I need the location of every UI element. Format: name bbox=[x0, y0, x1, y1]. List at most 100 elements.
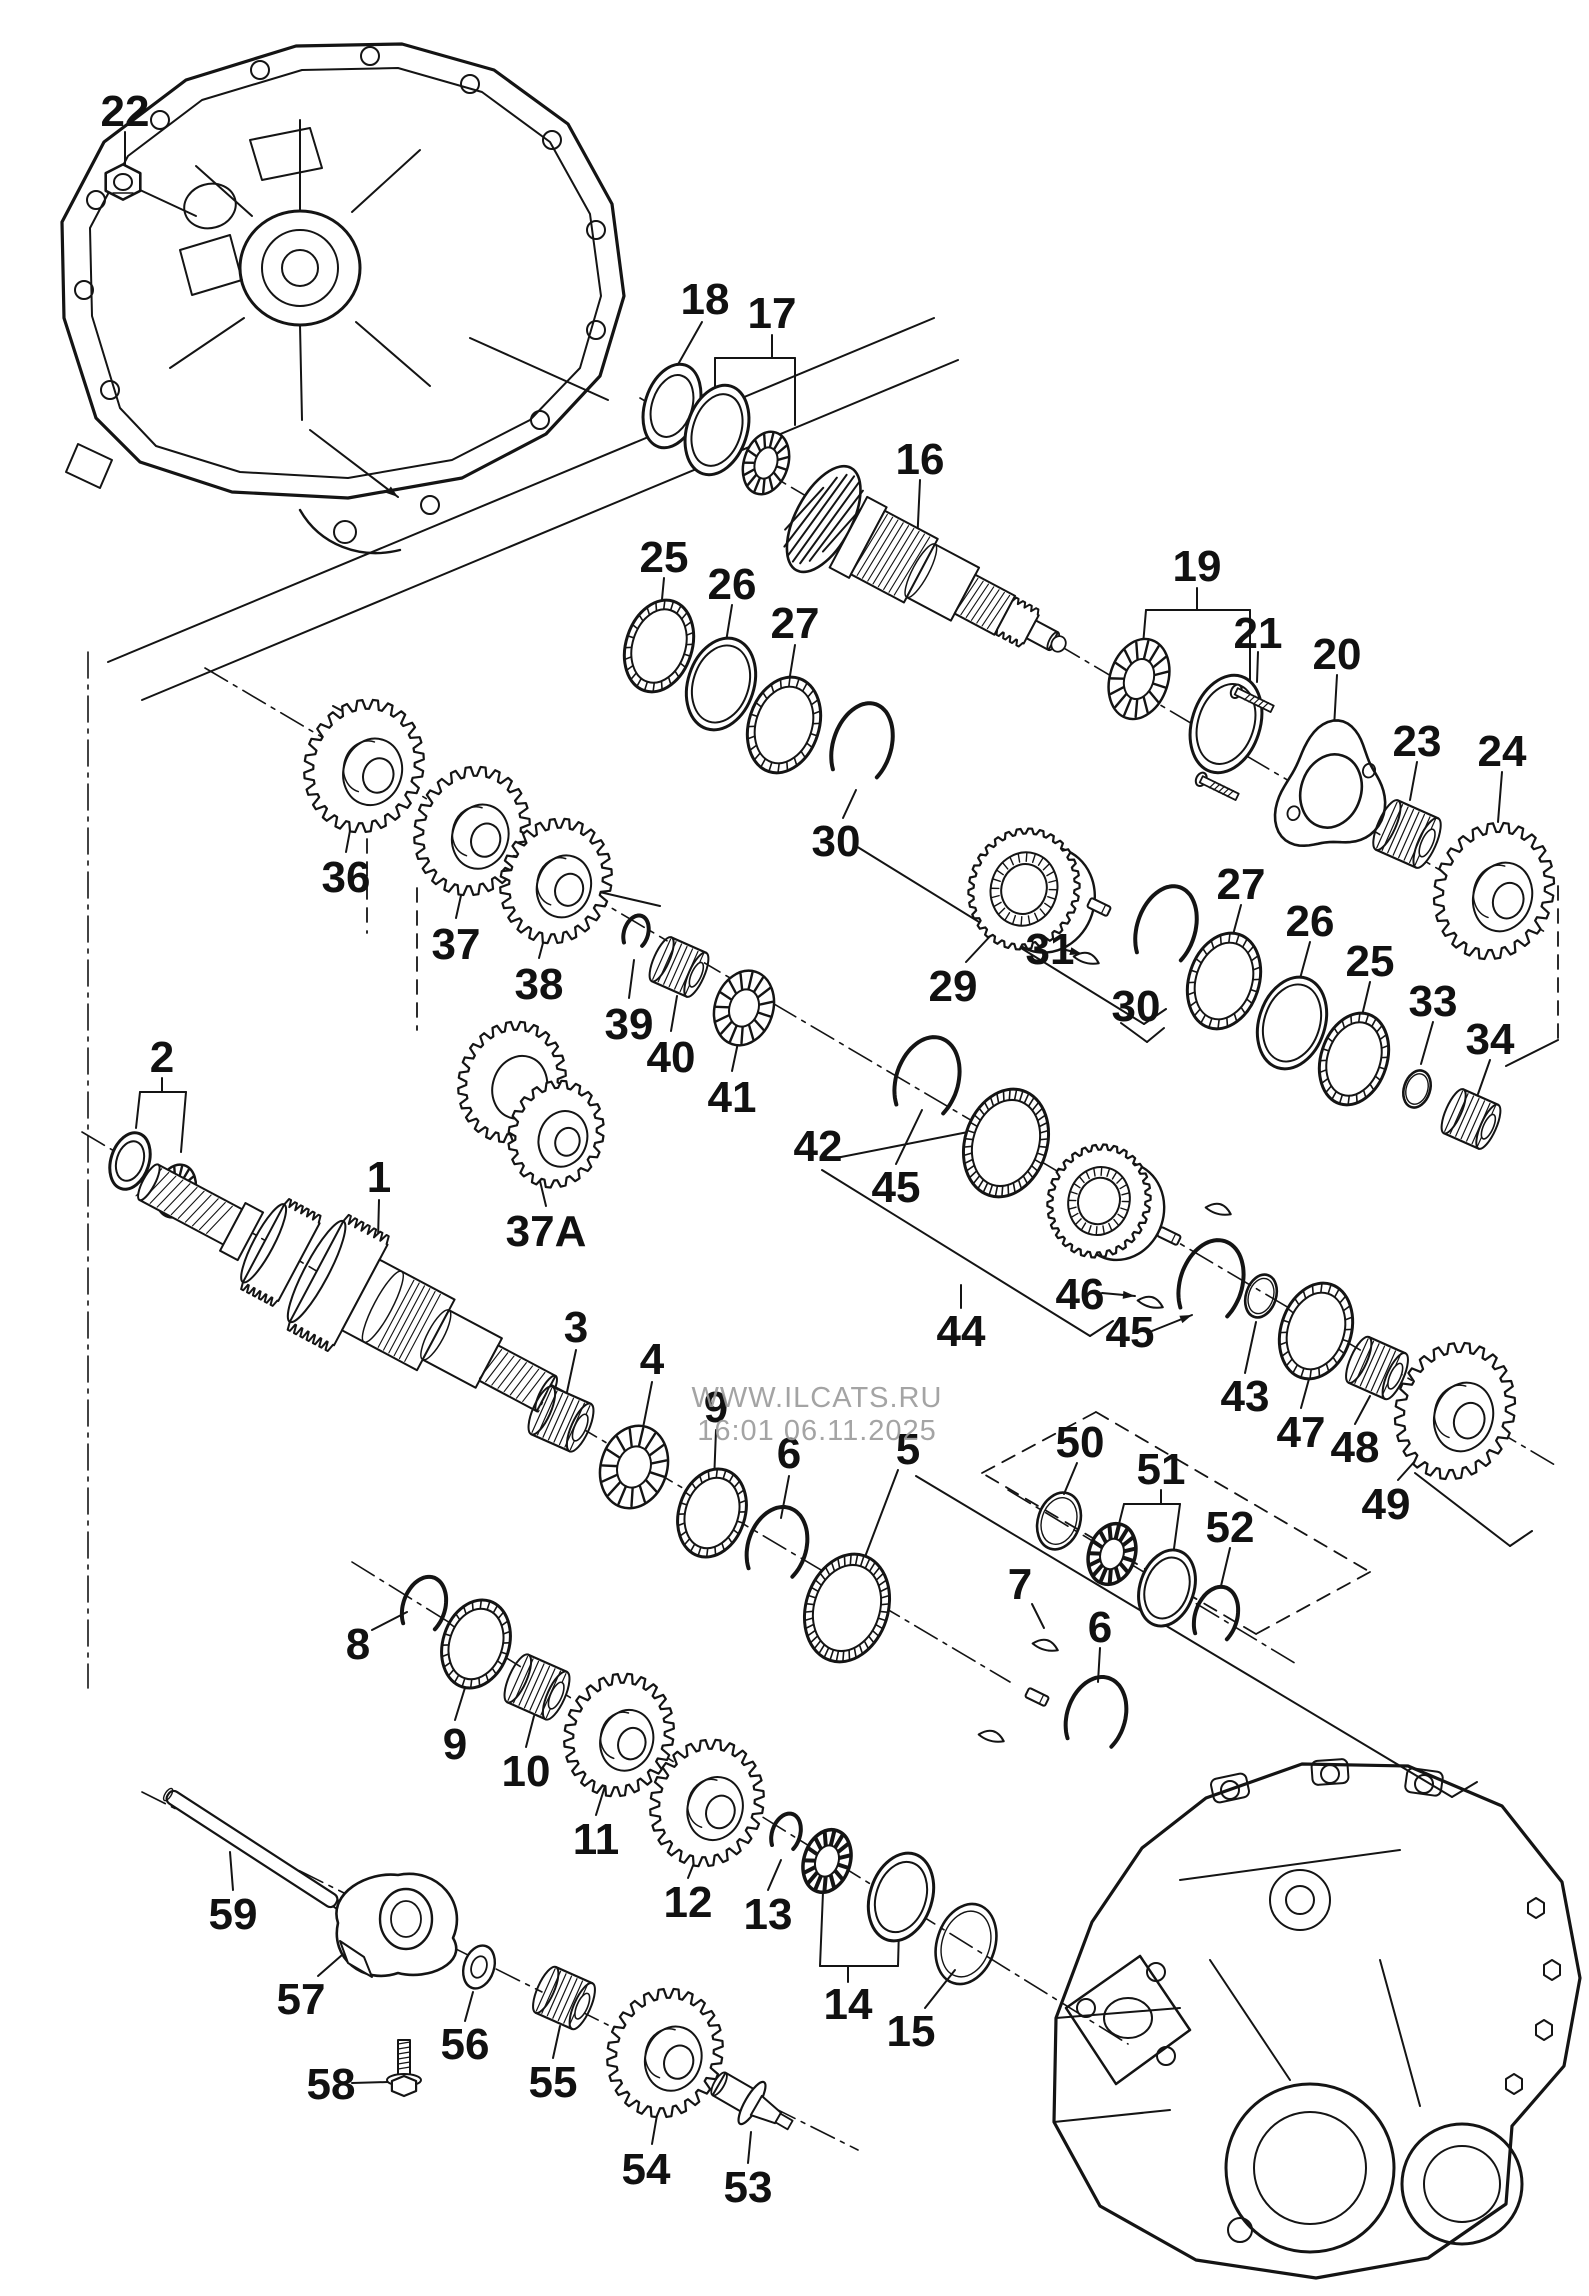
bolt-58 bbox=[386, 2039, 422, 2098]
callout-22: 22 bbox=[101, 87, 150, 136]
callout-57: 57 bbox=[277, 1975, 326, 2024]
callout-16: 16 bbox=[896, 435, 945, 484]
leader-line bbox=[1244, 1321, 1257, 1374]
dashed-line bbox=[1255, 1571, 1371, 1635]
snap-ring-13 bbox=[769, 1811, 803, 1851]
needle-bearing-34 bbox=[1440, 1088, 1502, 1150]
callout-27: 27 bbox=[771, 599, 820, 648]
gear-37 bbox=[413, 765, 531, 897]
callout-52: 52 bbox=[1206, 1503, 1255, 1552]
leader-line bbox=[1143, 1008, 1167, 1025]
synchro-ring-27b bbox=[1185, 931, 1263, 1031]
callout-58: 58 bbox=[307, 2060, 356, 2109]
washer-56 bbox=[461, 1944, 497, 1990]
leader-line bbox=[1031, 1603, 1045, 1629]
callout-50: 50 bbox=[1056, 1418, 1105, 1467]
leader-line bbox=[464, 1991, 474, 2022]
leader-line bbox=[675, 321, 703, 369]
callout-17: 17 bbox=[748, 289, 797, 338]
callout-54: 54 bbox=[622, 2145, 671, 2194]
bearing-race-17 bbox=[683, 383, 751, 477]
callout-25: 25 bbox=[1346, 937, 1395, 986]
bearing-cone-19 bbox=[1107, 637, 1171, 721]
drive-housing-57 bbox=[335, 1872, 459, 1978]
circlip-45b bbox=[1176, 1238, 1246, 1319]
callout-45: 45 bbox=[872, 1163, 921, 1212]
leader-line bbox=[1420, 1021, 1434, 1065]
bearing-cup-14 bbox=[866, 1851, 936, 1943]
leader-line bbox=[1220, 1547, 1231, 1587]
callout-26: 26 bbox=[1286, 897, 1335, 946]
callout-51: 51 bbox=[1137, 1445, 1186, 1494]
gear-36 bbox=[303, 698, 425, 834]
circlip-45a bbox=[892, 1035, 962, 1116]
callout-37A: 37A bbox=[506, 1207, 587, 1256]
callout-8: 8 bbox=[346, 1620, 370, 1669]
leader-line bbox=[924, 1969, 956, 2009]
watermark: WWW.ILCATS.RU 16:01 06.11.2025 bbox=[652, 1382, 982, 1449]
callout-48: 48 bbox=[1331, 1423, 1380, 1472]
synchro-ring-25a bbox=[622, 598, 696, 694]
snap-ring-8 bbox=[399, 1574, 449, 1632]
callout-42: 42 bbox=[794, 1122, 843, 1171]
gear-38 bbox=[499, 817, 613, 945]
pin-31 bbox=[1086, 897, 1112, 917]
leader-line bbox=[1172, 1503, 1181, 1557]
leader-line bbox=[1146, 1027, 1165, 1043]
leader-line bbox=[135, 1091, 141, 1129]
callout-10: 10 bbox=[502, 1747, 551, 1796]
callout-12: 12 bbox=[664, 1878, 713, 1927]
pin-7 bbox=[1024, 1687, 1050, 1707]
bearing-cone-14 bbox=[801, 1827, 853, 1895]
circlip-6b bbox=[1063, 1675, 1129, 1749]
leader-line bbox=[1120, 1022, 1148, 1043]
leader-line bbox=[628, 959, 635, 999]
needle-bearing-10 bbox=[503, 1653, 571, 1721]
leader-line bbox=[915, 1475, 1453, 1798]
circlip-30a bbox=[829, 701, 895, 780]
callout-44: 44 bbox=[937, 1307, 986, 1356]
leader-line bbox=[1509, 1530, 1533, 1547]
callout-33: 33 bbox=[1409, 977, 1458, 1026]
watermark-line1: WWW.ILCATS.RU bbox=[691, 1382, 943, 1414]
callout-5: 5 bbox=[896, 1425, 920, 1474]
leader-line bbox=[780, 1475, 790, 1519]
callout-21: 21 bbox=[1234, 609, 1283, 658]
pin-44 bbox=[1156, 1226, 1182, 1246]
leader-line bbox=[859, 1469, 899, 1571]
leader-line bbox=[895, 1109, 923, 1165]
needle-bearing-55 bbox=[532, 1965, 596, 2031]
callout-11: 11 bbox=[573, 1815, 620, 1864]
leader-line bbox=[139, 189, 197, 217]
callout-25: 25 bbox=[640, 533, 689, 582]
callout-29: 29 bbox=[929, 962, 978, 1011]
bearing-cup-19 bbox=[1188, 673, 1264, 775]
leader-line bbox=[141, 359, 959, 701]
leader-line bbox=[747, 2131, 752, 2164]
oring-43 bbox=[1243, 1273, 1279, 1319]
bearing-plate-20 bbox=[1273, 719, 1387, 847]
pinion-shaft-16 bbox=[783, 464, 1067, 653]
gear-12 bbox=[649, 1738, 765, 1868]
bearing-cup-51 bbox=[1137, 1548, 1197, 1628]
key-31 bbox=[1072, 951, 1100, 965]
leader-line bbox=[767, 1859, 782, 1891]
circlip-52 bbox=[1191, 1584, 1241, 1642]
axis-line bbox=[204, 667, 1556, 1466]
fitting-screw-21b bbox=[1194, 771, 1240, 801]
synchro-ring-42 bbox=[961, 1087, 1051, 1199]
callout-19: 19 bbox=[1173, 542, 1222, 591]
synchro-hub-44 bbox=[1046, 1143, 1166, 1262]
callout-39: 39 bbox=[605, 1000, 654, 1049]
synchro-ring-25b bbox=[1317, 1011, 1391, 1107]
callout-55: 55 bbox=[529, 2058, 578, 2107]
ring-26b bbox=[1255, 975, 1329, 1071]
callout-18: 18 bbox=[681, 275, 730, 324]
leader-line bbox=[1063, 1462, 1078, 1495]
needle-bearing-23 bbox=[1372, 799, 1442, 869]
key-7 bbox=[1031, 1638, 1059, 1652]
callout-43: 43 bbox=[1221, 1372, 1270, 1421]
leader-line bbox=[1414, 1472, 1511, 1547]
